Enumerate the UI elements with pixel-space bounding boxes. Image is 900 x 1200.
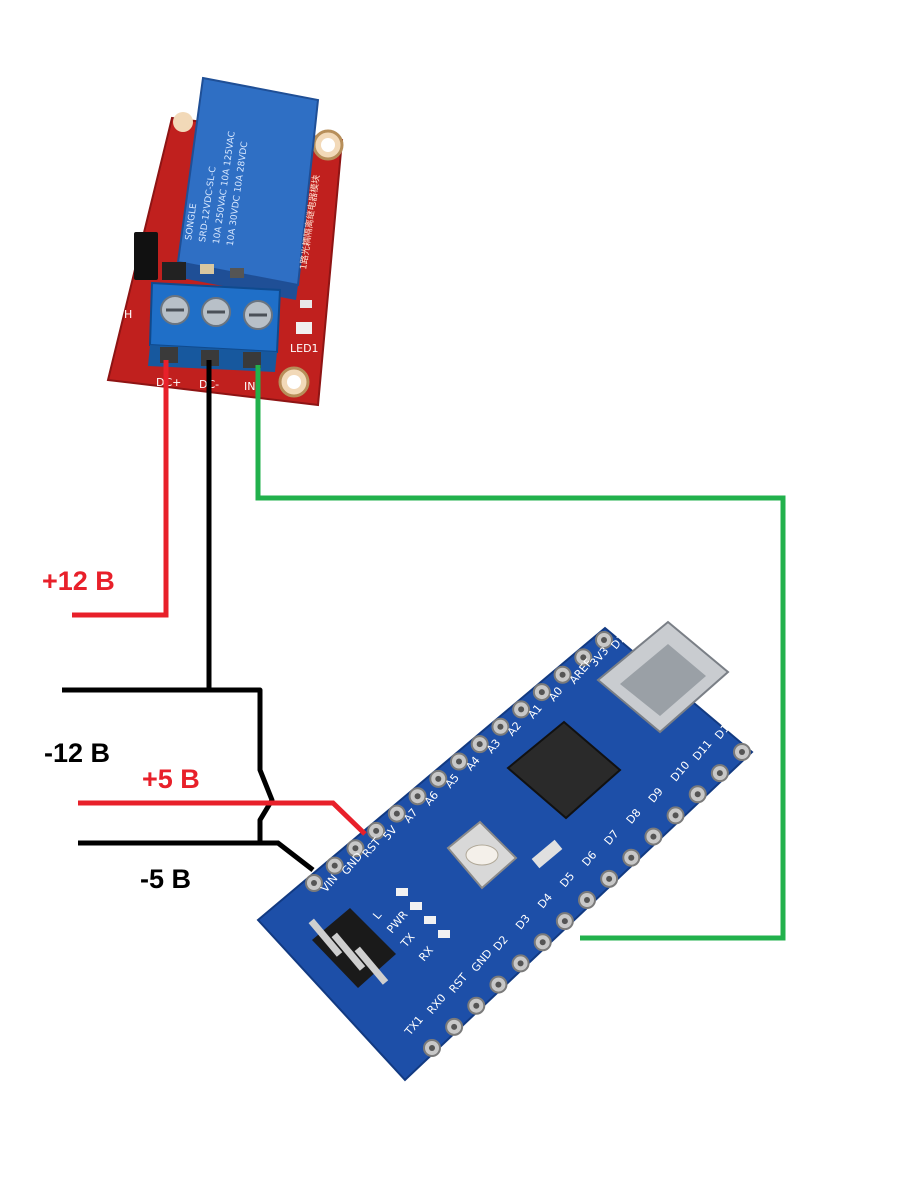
nano-pin-hole bbox=[538, 689, 545, 696]
wire-black-minus5 bbox=[78, 840, 315, 872]
reset-button-cap[interactable] bbox=[465, 844, 499, 866]
relay-module: SONGLE SRD-12VDC-SL-C 10A 250VAC 10A 125… bbox=[106, 76, 344, 407]
label-minus-12v: -12 В bbox=[44, 738, 110, 768]
nano-pin-hole bbox=[584, 897, 590, 903]
nano-pin-hole bbox=[473, 1002, 480, 1009]
nano-pin-hole bbox=[456, 758, 462, 765]
relay-jumper bbox=[134, 232, 158, 280]
nano-pin-hole bbox=[373, 827, 380, 834]
nano-pin-hole bbox=[451, 1023, 458, 1030]
wire-red-plus12 bbox=[72, 360, 169, 618]
nano-pin-hole bbox=[518, 706, 525, 713]
wire-black-minus12 bbox=[62, 360, 212, 693]
nano-pin-hole bbox=[476, 741, 483, 748]
relay-mount-hole bbox=[173, 112, 193, 132]
nano-pin-hole bbox=[561, 918, 568, 925]
nano-pin-hole bbox=[559, 671, 566, 678]
nano-pin-hole bbox=[694, 791, 701, 798]
nano-pin-hole bbox=[495, 981, 502, 988]
label-plus-12v: +12 В bbox=[42, 566, 115, 596]
nano-pin-hole bbox=[672, 812, 679, 819]
arduino-nano-board: L PWR TX RX D133V3AREFA0A1A2A3A4A5A6A75V… bbox=[256, 620, 754, 1082]
atmega-chip-icon bbox=[506, 720, 622, 820]
relay-terminal-screws bbox=[160, 295, 273, 330]
icsp-header bbox=[308, 908, 396, 988]
relay-led bbox=[296, 322, 312, 334]
nano-pin-hole bbox=[311, 880, 317, 886]
wire-red-plus5 bbox=[78, 800, 367, 836]
relay-body bbox=[176, 76, 320, 287]
label-minus-5v: -5 В bbox=[140, 864, 191, 894]
relay-smd-part bbox=[300, 300, 312, 308]
usb-mini-connector-inner bbox=[620, 644, 706, 716]
wire-black-minus12-jump bbox=[209, 687, 275, 845]
nano-leds bbox=[396, 888, 450, 938]
relay-smd-part bbox=[200, 264, 214, 274]
nano-pin-hole bbox=[539, 939, 546, 946]
label-plus-5v: +5 В bbox=[142, 764, 200, 794]
nano-pin-hole bbox=[580, 654, 587, 661]
relay-mount-hole bbox=[321, 138, 335, 152]
wire-green-signal bbox=[255, 365, 786, 941]
relay-smd-part bbox=[230, 268, 244, 278]
nano-pin-hole bbox=[606, 875, 613, 882]
nano-pin-hole bbox=[414, 793, 421, 800]
nano-pin-hole bbox=[650, 833, 657, 840]
wires bbox=[62, 360, 786, 941]
nano-pin-hole bbox=[352, 845, 359, 852]
nano-pin-hole bbox=[601, 637, 607, 643]
nano-pin-hole bbox=[716, 770, 723, 777]
relay-terminal-holes bbox=[160, 347, 261, 368]
nano-pin-hole bbox=[497, 723, 504, 730]
relay-jumper-label: H bbox=[124, 308, 132, 321]
relay-terminal-label: IN bbox=[244, 380, 255, 393]
nano-pin-hole bbox=[739, 749, 745, 755]
relay-mount-hole bbox=[287, 375, 301, 389]
nano-pin-hole bbox=[435, 775, 442, 782]
nano-pin-hole bbox=[517, 960, 524, 967]
crystal-icon bbox=[531, 839, 563, 869]
nano-pin-hole bbox=[628, 854, 635, 861]
nano-pin-hole bbox=[393, 810, 400, 817]
relay-led-label: LED1 bbox=[290, 342, 319, 355]
nano-pin-hole bbox=[429, 1045, 435, 1051]
relay-transistor bbox=[162, 262, 186, 280]
nano-pin-hole bbox=[331, 862, 338, 869]
relay-terminal-label: DC+ bbox=[156, 376, 181, 389]
